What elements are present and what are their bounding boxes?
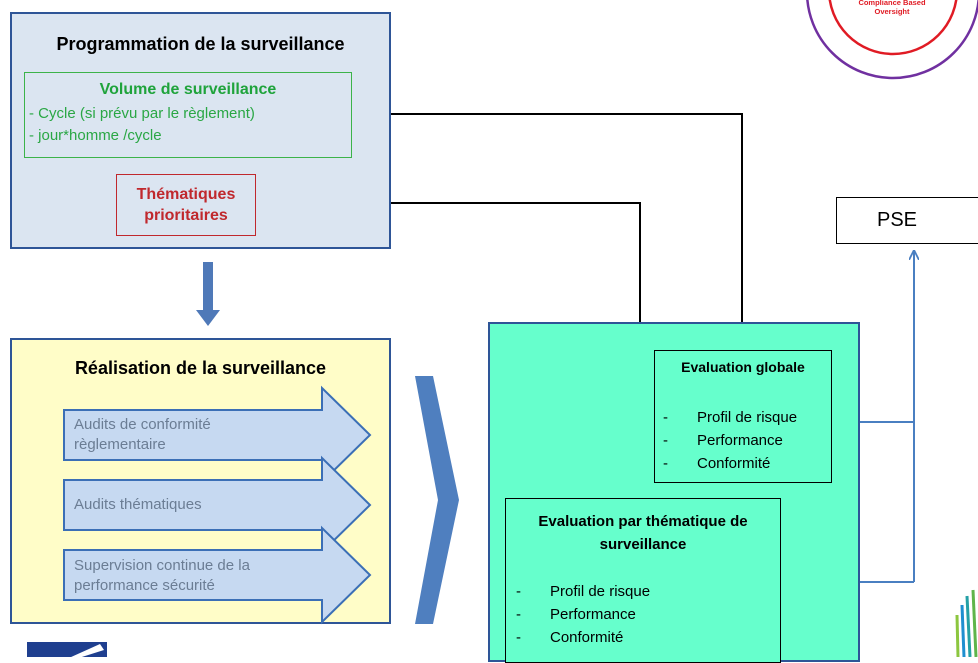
- evaluation-globale-box: Evaluation globale - Profil de risque - …: [654, 350, 832, 483]
- evaluation-thematique-box: Evaluation par thématique de surveillanc…: [505, 498, 781, 663]
- audit-arrow-label-3: Supervision continue de la performance s…: [74, 557, 250, 594]
- audit-arrow-label-1: Audits de conformité règlementaire: [74, 416, 211, 453]
- globale-bullet-1: -: [663, 409, 668, 426]
- globale-item-3: Conformité: [697, 455, 771, 472]
- evaluation-thematique-title: Evaluation par thématique de surveillanc…: [538, 513, 748, 553]
- thematique-bullet-1: -: [516, 583, 521, 600]
- logo-label: Compliance Based Oversight: [858, 0, 926, 16]
- connector-globale-to-volume: [352, 114, 743, 350]
- pse-label: PSE: [876, 209, 918, 231]
- thematiques-box: Thématiques prioritaires: [116, 174, 256, 236]
- evaluation-globale-title: Evaluation globale: [681, 359, 805, 375]
- thematiques-label: Thématiques prioritaires: [136, 186, 236, 224]
- globale-bullet-2: -: [663, 432, 668, 449]
- realisation-title: Réalisation de la surveillance: [74, 358, 327, 378]
- programmation-box: Programmation de la surveillance Volume …: [10, 12, 391, 249]
- audit-arrow-shape-1: [63, 385, 372, 485]
- thematique-item-3: Conformité: [550, 629, 624, 646]
- pse-box: PSE: [836, 197, 978, 244]
- globale-bullet-3: -: [663, 455, 668, 472]
- flag-logo-icon: [27, 642, 107, 657]
- thematique-bullet-2: -: [516, 606, 521, 623]
- globale-item-1: Profil de risque: [697, 409, 798, 426]
- down-arrow-icon: [196, 262, 220, 326]
- thematique-item-2: Performance: [550, 606, 636, 623]
- thematique-item-1: Profil de risque: [550, 583, 651, 600]
- thematique-bullet-3: -: [516, 629, 521, 646]
- volume-line-jour-homme: - jour*homme /cycle: [29, 127, 162, 144]
- volume-title: Volume de surveillance: [99, 81, 277, 98]
- stripes-logo-icon: [955, 589, 978, 657]
- programmation-title: Programmation de la surveillance: [56, 34, 345, 54]
- big-right-arrow-icon: [415, 376, 459, 624]
- globale-item-2: Performance: [697, 432, 783, 449]
- audit-arrow-shape-2: [63, 455, 372, 555]
- volume-box: Volume de surveillance - Cycle (si prévu…: [24, 72, 352, 158]
- audit-arrow-shape-3: [63, 525, 372, 625]
- audit-arrow-label-2: Audits thématiques: [74, 496, 202, 513]
- realisation-arrows: [63, 385, 372, 625]
- logo-inner-circle: [828, 0, 958, 56]
- volume-line-cycle: - Cycle (si prévu par le règlement): [29, 105, 255, 122]
